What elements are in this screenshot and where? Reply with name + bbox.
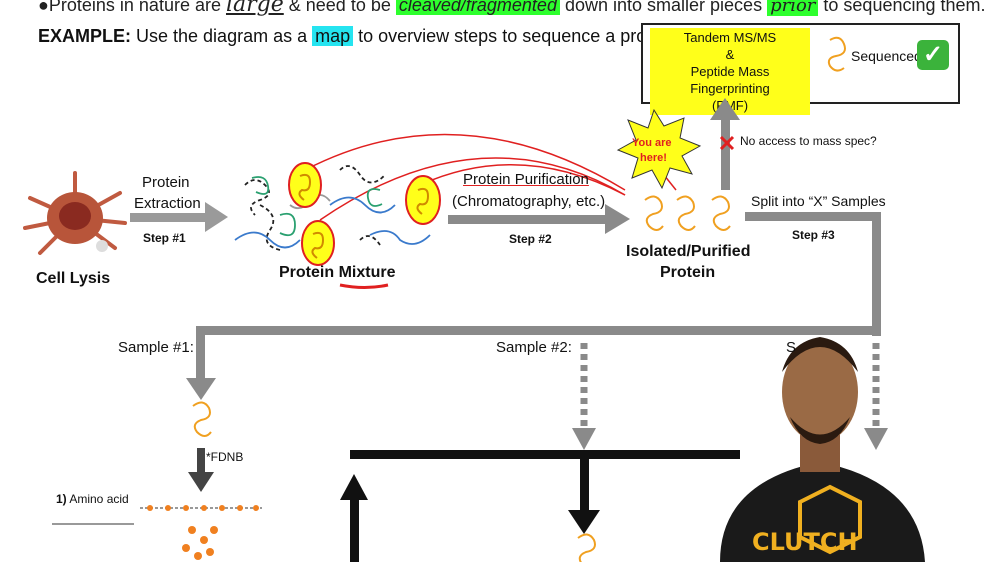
fdnb-label: *FDNB: [206, 450, 244, 464]
amino-number: 1): [56, 492, 67, 506]
no-access-label: No access to mass spec?: [740, 134, 877, 148]
purification-label-2: (Chromatography, etc.): [452, 193, 606, 210]
step2-arrow: [448, 204, 630, 234]
sample1-protein-icon: [192, 401, 212, 437]
protein-extraction-label-2: Extraction: [134, 195, 201, 212]
highlighted-proteins: [288, 162, 441, 266]
protein-mixture-word-2: Mixture: [338, 264, 396, 281]
sample3-dashed-arrow: [864, 343, 888, 450]
example-line: EXAMPLE: Use the diagram as a map to ove…: [38, 26, 680, 47]
example-label: EXAMPLE:: [38, 26, 132, 46]
intro-bullet-line: ●Proteins in nature are large & need to …: [38, 0, 986, 17]
amino-acid-label: 1) Amino acid: [56, 492, 129, 506]
mass-spec-label: Tandem MS/MS & Peptide Mass Fingerprinti…: [650, 28, 810, 115]
ms-line-2: &: [725, 47, 735, 62]
example-text-1: Use the diagram as a: [131, 26, 313, 46]
no-access-x-icon: [719, 135, 735, 151]
sequenced-label: Sequenced: [851, 48, 922, 64]
protein-mixture-label: Protein Mixture: [279, 264, 395, 282]
protein-mixture-word-1: Protein: [279, 264, 339, 281]
highlight-cleaved: cleaved/fragmented: [395, 0, 560, 15]
fdnb-arrow: [188, 448, 214, 492]
up-arrow-mass-spec: [710, 98, 740, 190]
step2-label: Step #2: [509, 232, 552, 246]
you-are-here-burst: [616, 108, 702, 190]
clutch-logo-icon: [798, 484, 862, 555]
step3-label: Step #3: [792, 228, 835, 242]
step3-path: [186, 212, 881, 400]
bottom-protein-icon: [577, 533, 596, 562]
mixture-underline: [339, 283, 389, 289]
highlight-map: map: [312, 26, 354, 46]
protein-mixture-illustration: [234, 165, 431, 251]
sample1-label: Sample #1:: [118, 339, 194, 356]
shirt-logo-text: CLUTCH: [752, 528, 858, 556]
handwritten-large: large: [225, 0, 284, 17]
example-text-2: to overview steps to sequence a protein.: [353, 26, 681, 46]
sample2-label: Sample #2:: [496, 339, 572, 356]
intro-text-4: to sequencing them.: [818, 0, 986, 15]
sample3-label-partial: S: [786, 339, 797, 356]
isolated-proteins-icon: [644, 195, 731, 231]
isolated-label-1: Isolated/Purified: [626, 243, 751, 260]
intro-text-3: down into smaller pieces: [559, 0, 768, 15]
sample2-dashed-arrow: [572, 343, 596, 450]
intro-text-2: & need to be: [283, 0, 396, 15]
you-are-here-text-2: here!: [640, 152, 667, 164]
cell-illustration: [23, 171, 127, 255]
protein-extraction-label-1: Protein: [142, 174, 190, 191]
handwritten-prior: prior: [767, 0, 819, 16]
amino-text: Amino acid: [66, 492, 129, 506]
step1-label: Step #1: [143, 231, 186, 245]
split-label: Split into “X” Samples: [751, 193, 886, 209]
purification-label-1: Protein Purification: [463, 171, 589, 188]
black-flow-frame: [340, 450, 740, 562]
step1-arrow: [130, 202, 228, 232]
cell-lysis-label: Cell Lysis: [36, 270, 111, 287]
intro-text-1: ●Proteins in nature are: [38, 0, 226, 15]
ms-line-1: Tandem MS/MS: [683, 30, 777, 45]
you-are-here-text-1: You are: [632, 137, 672, 149]
checkmark-icon: ✓: [917, 40, 949, 70]
ms-line-3: Peptide Mass Fingerprinting: [690, 64, 770, 96]
presenter-video-overlay: [720, 337, 925, 562]
amino-acid-chain: [140, 505, 262, 560]
sequenced-protein-icon: [827, 36, 846, 72]
isolated-label-2: Protein: [660, 264, 716, 281]
